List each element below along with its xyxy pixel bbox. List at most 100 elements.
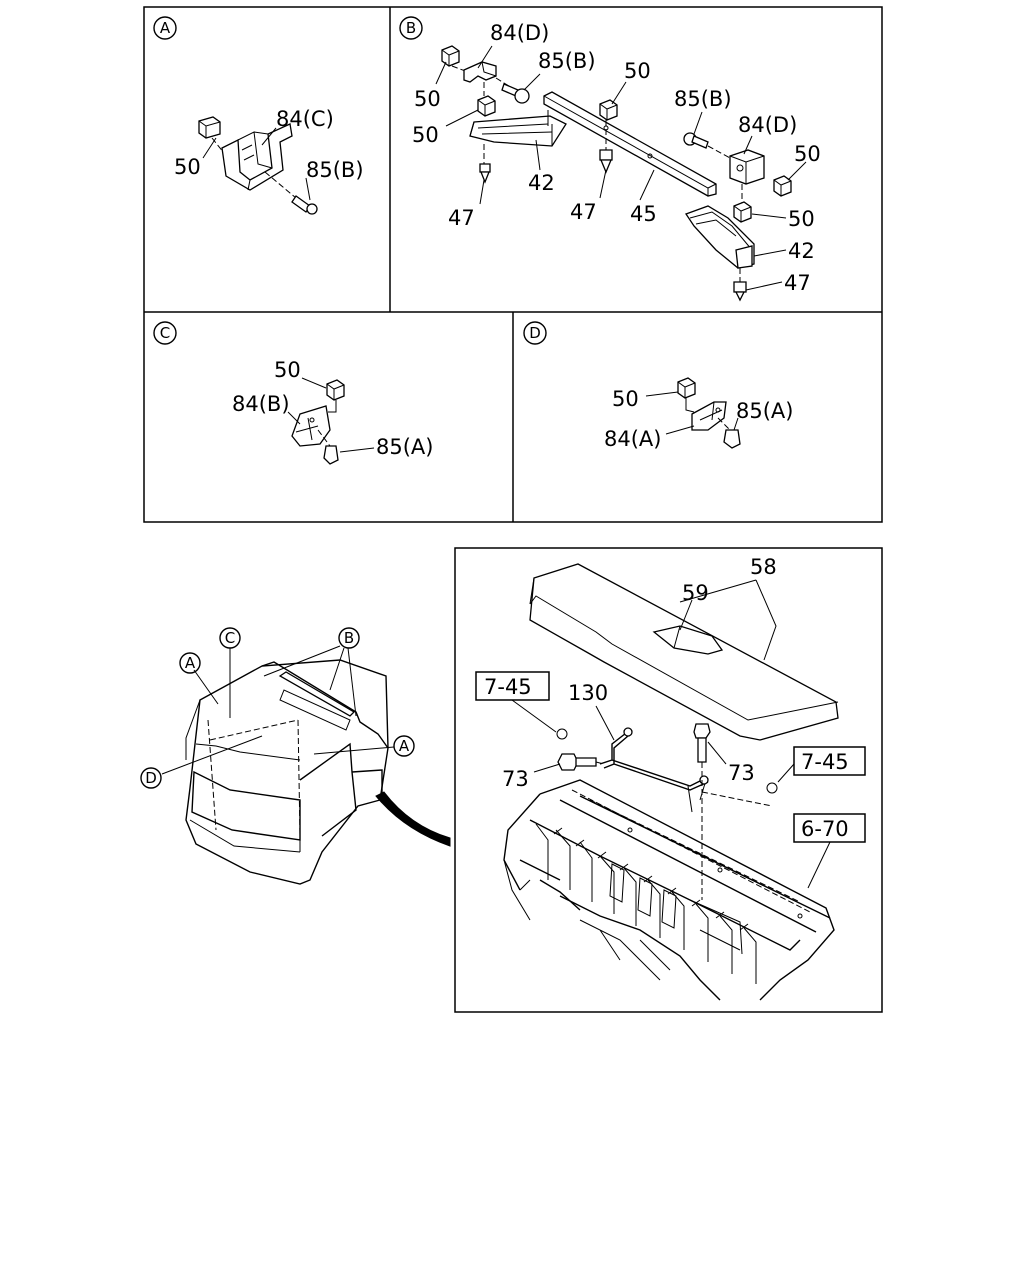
panel-b-rail (543, 91, 717, 197)
label-clip-center: 50 (624, 59, 651, 83)
panel-c: C 50 84(B) 85(A) (153, 321, 433, 465)
panel-d-screw (717, 417, 741, 449)
label-screw: 85(A) (736, 399, 793, 423)
ref-box-floor: 6-70 (793, 813, 866, 843)
hole-marker (766, 782, 778, 794)
leader-line (193, 669, 219, 705)
panel-b-fastener-left (479, 163, 491, 184)
vehicle-rail (278, 671, 356, 717)
leader-line (511, 699, 557, 733)
label-fastener-center: 47 (570, 200, 597, 224)
vehicle-marker-a-right: A (393, 735, 415, 757)
vehicle-body (185, 659, 389, 885)
panel-b-bracket-left (463, 61, 497, 96)
leader-line (523, 73, 541, 91)
panel-b-support-right (685, 205, 755, 282)
leader-line (263, 645, 341, 677)
panel-a: A 50 84(C) 85(B) (153, 16, 364, 215)
panel-d-clip (677, 377, 696, 413)
label-screw-right: 85(B) (674, 87, 732, 111)
leader-line (202, 137, 217, 159)
panel-b-clip-right-lower (733, 201, 752, 223)
detail-floor (503, 779, 835, 1001)
svg-text:C: C (225, 629, 235, 647)
leader-line (599, 169, 607, 199)
leader-line (329, 647, 345, 691)
panel-d-bracket (691, 401, 727, 431)
label-clip-right: 50 (794, 142, 821, 166)
vehicle-marker-a-left: A (179, 652, 201, 674)
leader-line (161, 735, 263, 775)
label-fastener-left: 47 (448, 206, 475, 230)
leader-line (261, 127, 277, 146)
vehicle-marker-d: D (140, 767, 162, 789)
ref-box-right: 7-45 (793, 746, 866, 776)
vehicle-marker-c: C (219, 627, 241, 649)
label-board-handle: 59 (682, 581, 709, 605)
detail-bolt-left (557, 753, 605, 771)
svg-text:C: C (160, 324, 170, 342)
svg-text:7-45: 7-45 (801, 750, 849, 774)
callout-arrow (375, 791, 451, 847)
panel-c-clip (326, 379, 345, 413)
leader-line (313, 746, 395, 755)
leader-line (445, 109, 479, 127)
panel-b-clip-left (477, 95, 496, 117)
leader-line (533, 763, 561, 773)
label-bracket-right: 84(D) (738, 113, 797, 137)
panel-a-screw (264, 171, 318, 215)
label-bracket: 84(A) (604, 427, 661, 451)
leader-line (479, 179, 485, 205)
label-board: 58 (750, 555, 777, 579)
leader-line (679, 599, 693, 631)
panel-c-bracket (291, 405, 331, 447)
label-support-left: 42 (528, 171, 555, 195)
svg-text:D: D (529, 324, 541, 342)
svg-text:A: A (185, 654, 196, 672)
leader-line (701, 791, 773, 807)
panel-b-screw-right (683, 132, 731, 159)
panel-b-clip-center (599, 99, 618, 150)
svg-text:6-70: 6-70 (801, 817, 849, 841)
label-rail: 45 (630, 202, 657, 226)
panel-a-bracket (221, 123, 293, 191)
leader-line (347, 647, 357, 717)
leader-line (595, 705, 615, 741)
label-bolt-left: 73 (502, 767, 529, 791)
leader-line (751, 213, 787, 219)
leader-line (707, 741, 727, 765)
leader-line (807, 841, 831, 889)
leader-line (339, 447, 375, 453)
leader-line (477, 45, 493, 69)
leader-line (665, 425, 695, 435)
leader-line (733, 417, 739, 431)
leader-line (301, 377, 327, 389)
panel-b-fastener-right (733, 281, 747, 302)
label-clip-top-left: 50 (414, 87, 441, 111)
panel-b-support-left (469, 110, 567, 164)
svg-text:D: D (145, 769, 157, 787)
detail-view: 58 59 7-45 130 73 (475, 555, 866, 1001)
panel-b-fastener-center (599, 149, 613, 174)
label-bracket-left: 84(D) (490, 21, 549, 45)
leader-line (753, 249, 787, 257)
label-clip: 50 (612, 387, 639, 411)
label-screw: 85(B) (306, 158, 364, 182)
svg-text:B: B (344, 629, 354, 647)
label-fastener-right: 47 (784, 271, 811, 295)
label-clip-right-lower: 50 (788, 207, 815, 231)
panel-b-bracket-right (729, 149, 765, 204)
leader-line (745, 281, 783, 291)
leader-line (787, 161, 807, 181)
detail-board (529, 563, 839, 741)
panel-b-clip-top-left (441, 45, 469, 73)
leader-line (611, 81, 627, 105)
leader-line (287, 411, 301, 425)
hole-marker (556, 728, 568, 740)
label-screw-left: 85(B) (538, 49, 596, 73)
svg-text:A: A (399, 737, 410, 755)
vehicle-overview: A C B A D (140, 627, 451, 885)
panel-b-marker: B (399, 16, 423, 40)
label-bolt-right: 73 (728, 761, 755, 785)
